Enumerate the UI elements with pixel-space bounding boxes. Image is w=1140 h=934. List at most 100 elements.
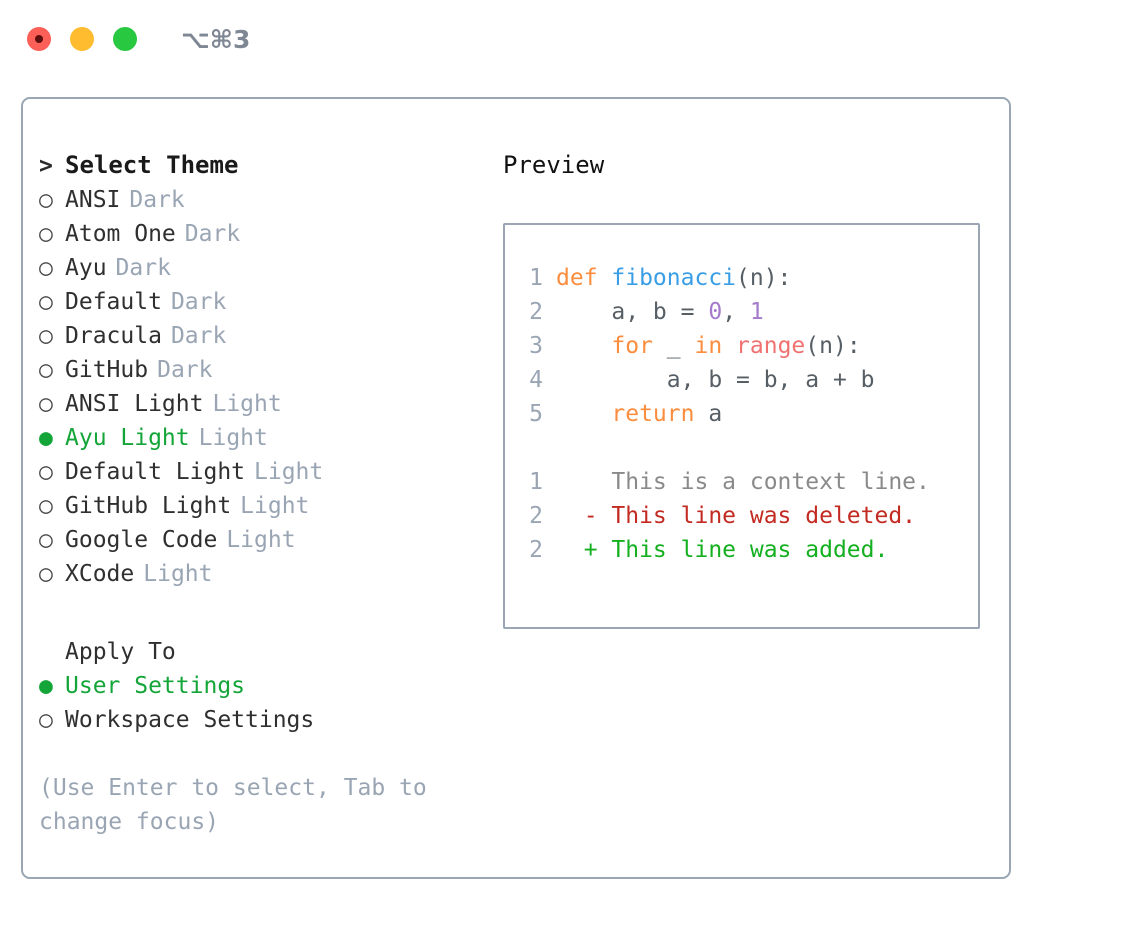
theme-variant-tag: Dark [170,323,227,349]
theme-variant-tag: Light [226,527,296,553]
line-number: 1 [529,469,543,495]
code-token: (n): [805,333,861,359]
line-number: 2 [529,299,543,325]
traffic-light-group [27,27,137,51]
apply-to-heading-label: Apply To [65,639,176,665]
radio-unselected-icon: ○ [39,459,53,485]
theme-option-label: Ayu [65,255,107,281]
maximize-window-button[interactable] [113,27,137,51]
theme-variant-tag: Dark [170,289,227,315]
radio-unselected-icon: ○ [39,527,53,553]
code-line: 5 return a [517,397,978,431]
theme-option-default-light[interactable]: ○ Default Light Light [39,459,489,493]
code-token: def [556,265,612,291]
window-title: ⌥⌘3 [181,24,251,54]
theme-variant-tag: Light [254,459,324,485]
theme-variant-tag: Dark [129,187,185,213]
code-token: 0 [708,299,723,325]
code-token: 1 [749,299,764,325]
line-number: 1 [529,265,543,291]
radio-unselected-icon: ○ [39,493,53,519]
line-number: 2 [529,537,543,563]
code-token: for [611,333,653,359]
radio-selected-icon: ● [39,673,53,699]
preview-title: Preview [503,151,605,179]
diff-line-deleted: 2 - This line was deleted. [517,499,978,533]
theme-option-label: GitHub [65,357,149,383]
code-token [556,333,611,359]
code-token: a [694,401,723,427]
prompt-caret-icon: > [39,153,53,179]
apply-to-option-user-settings[interactable]: ● User Settings [39,673,489,707]
code-token: (n): [736,265,792,291]
diff-sign: + [556,537,612,563]
line-number: 3 [529,333,543,359]
theme-option-github-light[interactable]: ○ GitHub Light Light [39,493,489,527]
apply-to-option-label: Workspace Settings [65,707,315,733]
theme-option-label: ANSI [65,187,121,213]
theme-variant-tag: Light [240,493,310,519]
theme-option-label: Default Light [65,459,246,485]
theme-option-label: Ayu Light [65,425,190,451]
theme-option-ansi[interactable]: ○ ANSI Dark [39,187,489,221]
radio-unselected-icon: ○ [39,187,53,213]
line-number: 4 [529,367,543,393]
diff-sign [556,469,611,495]
theme-option-ayu-light[interactable]: ● Ayu Light Light [39,425,489,459]
theme-variant-tag: Light [212,391,282,417]
diff-sign: - [556,503,612,529]
theme-option-default[interactable]: ○ Default Dark [39,289,489,323]
select-theme-heading-label: Select Theme [65,151,239,179]
theme-option-github[interactable]: ○ GitHub Dark [39,357,489,391]
section-spacer [39,595,489,639]
close-window-button[interactable] [27,27,51,51]
theme-variant-tag: Light [143,561,213,587]
code-line: 3 for _ in range(n): [517,329,978,363]
code-token: _ [652,333,695,359]
line-number: 2 [529,503,543,529]
theme-option-google-code[interactable]: ○ Google Code Light [39,527,489,561]
diff-line-added: 2 + This line was added. [517,533,978,567]
minimize-window-button[interactable] [70,27,94,51]
apply-to-heading: Apply To [39,639,489,673]
apply-to-option-workspace-settings[interactable]: ○Workspace Settings [39,707,489,741]
window-titlebar: ⌥⌘3 [0,0,1140,78]
code-line: 4 a, b = b, a + b [517,363,978,397]
radio-unselected-icon: ○ [39,391,53,417]
theme-option-label: Google Code [65,527,218,553]
code-token: in [694,333,723,359]
theme-option-label: Default [65,289,162,315]
code-token: a, b = [556,299,709,325]
theme-variant-tag: Light [198,425,268,451]
diff-text: This is a context line. [611,469,930,495]
apply-to-option-label: User Settings [65,673,246,699]
radio-unselected-icon: ○ [39,357,53,383]
radio-unselected-icon: ○ [39,289,53,315]
code-token: return [611,401,695,427]
diff-text: This line was added. [611,537,889,563]
theme-option-label: GitHub Light [65,493,232,519]
theme-variant-tag: Dark [184,221,241,247]
radio-selected-icon: ● [39,425,53,451]
radio-unselected-icon: ○ [39,255,53,281]
select-theme-heading: > Select Theme [39,151,489,187]
code-token [556,401,611,427]
theme-option-label: Dracula [65,323,162,349]
apply-to-option-list: ● User Settings ○Workspace Settings [39,673,489,741]
theme-variant-tag: Dark [157,357,213,383]
radio-unselected-icon: ○ [39,561,53,587]
code-line: 2 a, b = 0, 1 [517,295,978,329]
code-token: a, b = b, a + b [556,367,875,393]
code-token [722,333,736,359]
